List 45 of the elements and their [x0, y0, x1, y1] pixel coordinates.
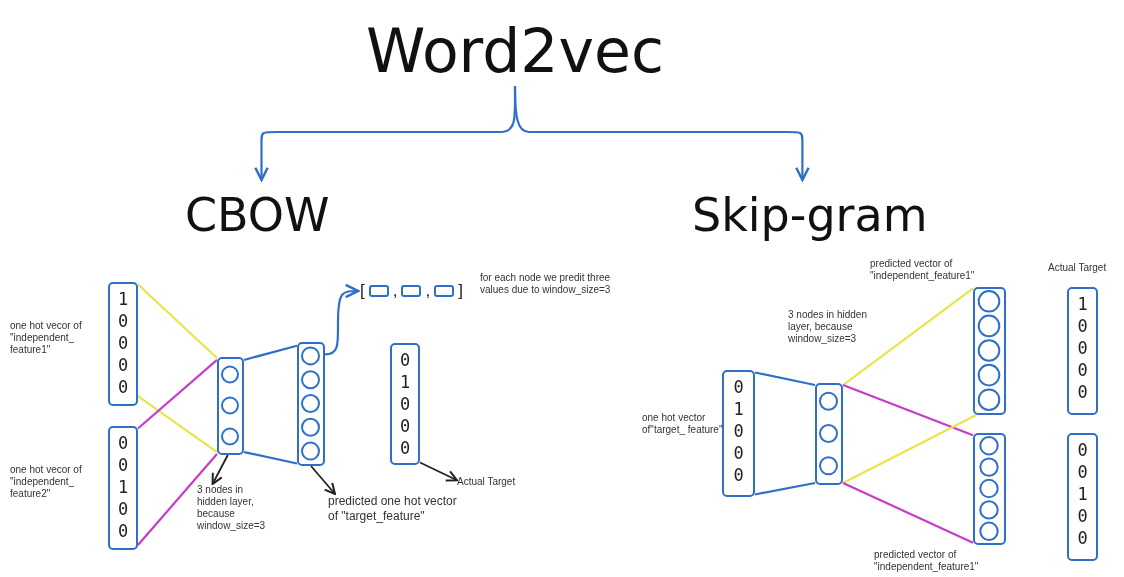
branch-heading: Skip-gram — [692, 186, 932, 248]
column-heading: Actual Target — [1048, 262, 1108, 274]
connector-line — [842, 384, 974, 437]
vector-values: 1 0 0 0 0 — [118, 288, 128, 398]
annotation-text: 3 nodes in hidden layer, because window_size=3 — [197, 484, 275, 532]
annotation-text: Actual Target — [457, 476, 537, 488]
vector-values: 1 0 0 0 0 — [1077, 293, 1088, 403]
title-text: Word2vec — [335, 18, 695, 84]
connector-line — [842, 287, 974, 386]
connector-line — [754, 371, 816, 387]
bracket-symbol: [ — [360, 281, 365, 301]
vector-values: 0 0 1 0 0 — [1077, 439, 1088, 549]
arrow — [513, 86, 810, 182]
caption-text: 3 nodes in hidden layer, because window_size=3 — [788, 309, 868, 345]
connector-line — [842, 414, 977, 484]
branch-heading: CBOW — [185, 186, 355, 244]
leader-arrow — [310, 465, 336, 495]
connector-line — [137, 359, 218, 430]
caption-text: predicted vector of "independent_feature1" — [874, 549, 980, 573]
vector-box — [1067, 287, 1098, 415]
connector-line — [137, 453, 218, 546]
leader-arrow — [211, 454, 229, 485]
vector-values: 0 1 0 0 0 — [733, 376, 744, 486]
connector-line — [243, 451, 298, 465]
connector-line — [842, 481, 974, 544]
connector-line — [243, 344, 298, 361]
caption-text: predicted vector of "independent_feature1" — [870, 258, 976, 282]
layer-box — [297, 342, 325, 466]
vector-box — [390, 343, 420, 465]
vector-values: 0 0 1 0 0 — [118, 432, 128, 542]
connector-line — [754, 481, 816, 496]
annotation-text: predicted one hot vector of "target_feature" — [328, 494, 468, 524]
connector-line — [137, 283, 218, 359]
connector-line — [137, 395, 218, 453]
caption-text: for each node we predit three values due to window_size=3 — [480, 272, 612, 296]
caption-text: one hot vecor of "independent_ feature2" — [10, 464, 83, 500]
comma-text: , — [392, 281, 398, 301]
leader-arrow — [419, 461, 458, 482]
vector-box — [1067, 433, 1098, 561]
comma-text: , — [425, 281, 431, 301]
layer-box — [217, 357, 244, 455]
bracket-symbol: ] — [458, 281, 463, 301]
vector-values: 0 1 0 0 0 — [400, 349, 410, 459]
caption-text: one hot vector of"target_ feature" — [642, 412, 724, 436]
caption-text: one hot vecor of "independent_ feature1" — [10, 320, 83, 356]
